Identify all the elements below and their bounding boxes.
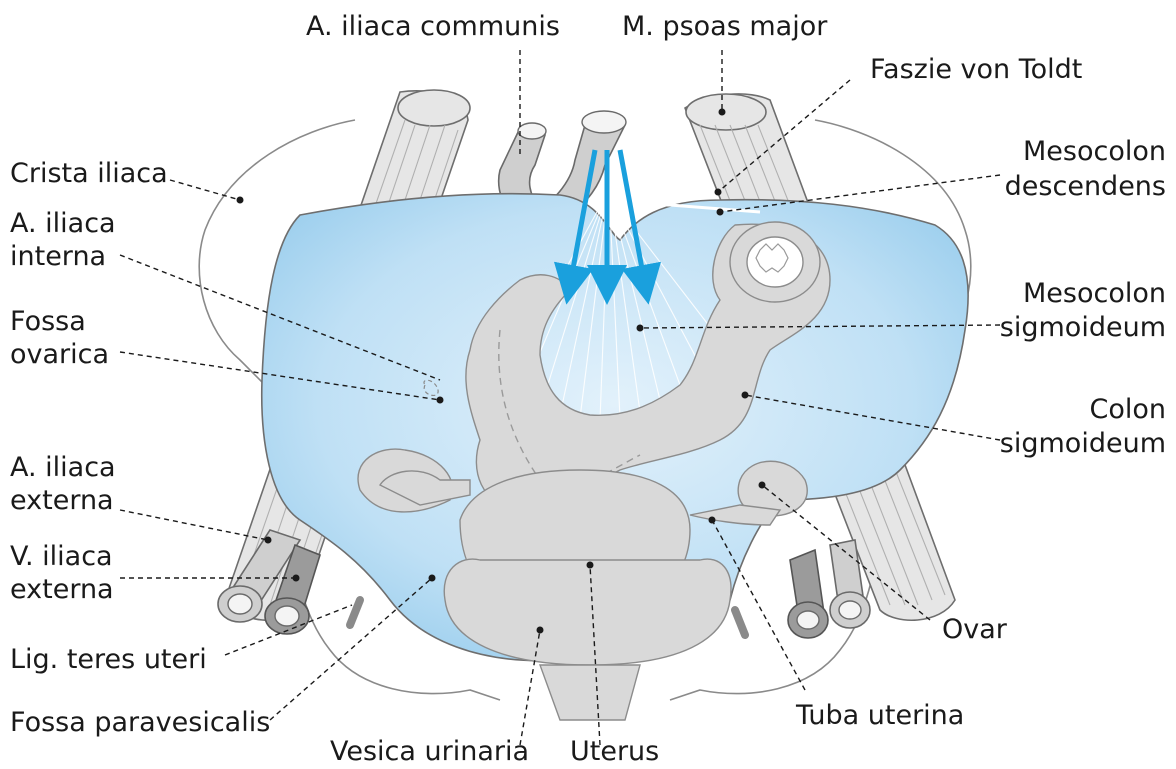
label-fossa-paravesicalis: Fossa paravesicalis — [10, 707, 270, 738]
label-mesocolon-sigmoideum-2: sigmoideum — [1000, 312, 1166, 343]
label-a-iliaca-interna-2: interna — [10, 241, 106, 272]
label-fossa-ovarica-2: ovarica — [10, 339, 109, 370]
label-m-psoas-major: M. psoas major — [622, 11, 828, 42]
label-ovar: Ovar — [942, 614, 1008, 645]
label-v-iliaca-externa-2: externa — [10, 574, 114, 605]
label-tuba-uterina: Tuba uterina — [795, 700, 964, 731]
label-uterus: Uterus — [570, 736, 659, 767]
label-lig-teres-uteri: Lig. teres uteri — [10, 644, 207, 675]
label-a-iliaca-communis: A. iliaca communis — [306, 11, 560, 42]
label-mesocolon-descendens-2: descendens — [1005, 171, 1166, 202]
label-v-iliaca-externa-1: V. iliaca — [10, 541, 113, 572]
label-mesocolon-descendens-1: Mesocolon — [1023, 136, 1166, 167]
label-faszie-von-toldt: Faszie von Toldt — [870, 54, 1082, 85]
label-crista-iliaca: Crista iliaca — [10, 158, 168, 189]
label-colon-sigmoideum-1: Colon — [1089, 394, 1166, 425]
label-a-iliaca-interna-1: A. iliaca — [10, 208, 116, 239]
label-colon-sigmoideum-2: sigmoideum — [1000, 428, 1166, 459]
label-vesica-urinaria: Vesica urinaria — [330, 736, 529, 767]
label-mesocolon-sigmoideum-1: Mesocolon — [1023, 278, 1166, 309]
label-a-iliaca-externa-1: A. iliaca — [10, 452, 116, 483]
label-a-iliaca-externa-2: externa — [10, 485, 114, 516]
label-fossa-ovarica-1: Fossa — [10, 306, 86, 337]
